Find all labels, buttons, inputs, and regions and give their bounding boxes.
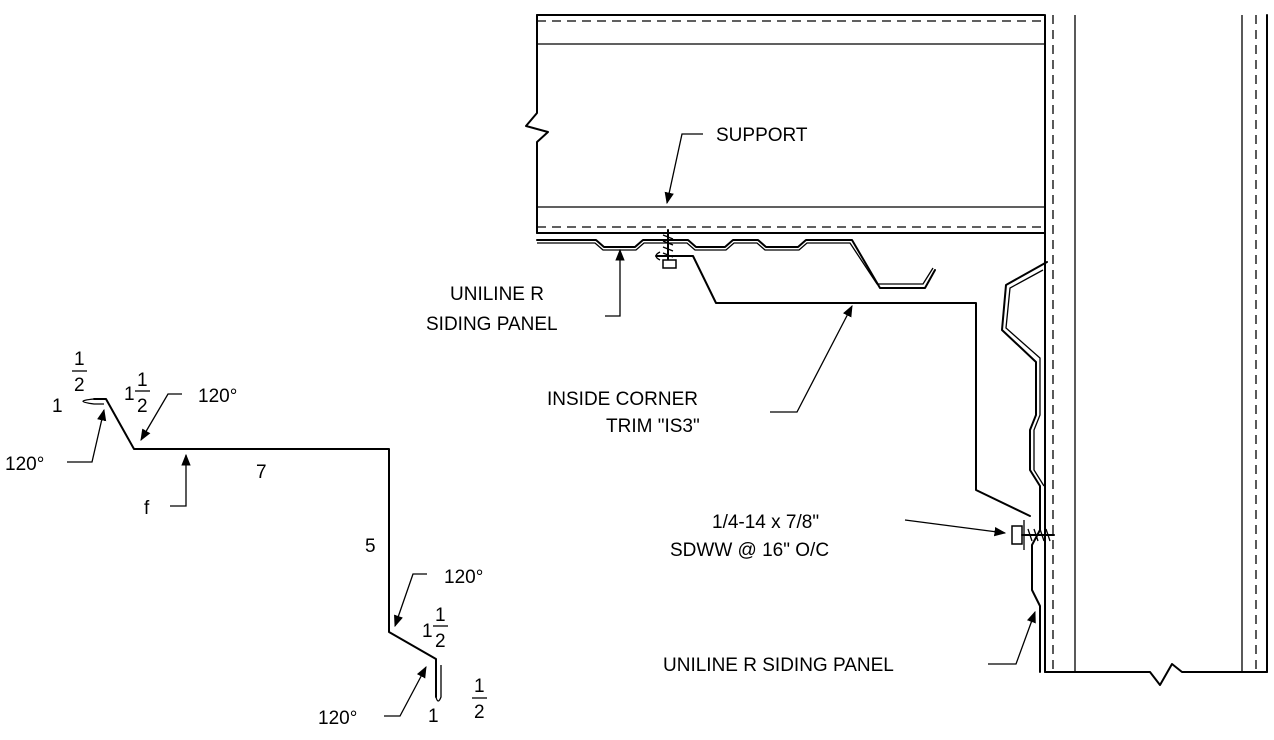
screw-leader (904, 519, 1007, 537)
column (1044, 14, 1268, 686)
face-leader (170, 453, 191, 507)
hem-bot-frac-den: 2 (474, 702, 485, 723)
leg-bot-whole: 1 (422, 621, 433, 642)
hem-bot-frac-num: 1 (474, 676, 485, 697)
angle-bot-label: 120° (318, 708, 357, 729)
trim-label-line2: TRIM "IS3" (606, 416, 700, 437)
siding-panel-horizontal (536, 239, 936, 289)
trim-fastener (1011, 520, 1055, 550)
hem-bot-label: 1 (428, 706, 439, 727)
flat-length-label: 7 (256, 462, 267, 483)
hem-top-label: 1 (52, 396, 63, 417)
face-label: f (144, 498, 150, 519)
hem-top-frac-num: 1 (74, 349, 85, 370)
angle-left-label: 120° (5, 454, 44, 475)
leg-bot-num: 1 (435, 605, 446, 626)
angle-bot-leader (384, 665, 427, 717)
screw-label-line2: SDWW @ 16" O/C (670, 540, 829, 561)
inside-corner-trim (655, 251, 1031, 517)
leg-bot-den: 2 (435, 631, 446, 652)
panel-top-leader (605, 248, 625, 317)
trim-leader (770, 304, 853, 413)
trim-profile (82, 398, 442, 702)
siding-panel-vertical (1001, 261, 1048, 673)
trim-label-line1: INSIDE CORNER (547, 389, 698, 410)
angle-top-label: 120° (198, 386, 237, 407)
panel-top-label-line1: UNILINE R (450, 284, 544, 305)
angle-mid-leader (394, 573, 427, 628)
angle-left-leader (67, 408, 107, 463)
support-label: SUPPORT (716, 125, 808, 146)
panel-bottom-label: UNILINE R SIDING PANEL (663, 655, 894, 676)
screw-label-line1: 1/4-14 x 7/8" (712, 512, 819, 533)
support-fastener (662, 229, 677, 269)
drop-length-label: 5 (365, 536, 376, 557)
girt-break-line (525, 14, 549, 234)
panel-bottom-leader (988, 610, 1036, 665)
support-leader (664, 133, 703, 205)
angle-mid-label: 120° (444, 567, 483, 588)
support-girt (525, 14, 1045, 234)
column-break-line (1044, 663, 1268, 686)
leg-top-whole: 1 (124, 384, 135, 405)
leg-top-num: 1 (137, 370, 148, 391)
leg-top-den: 2 (137, 396, 148, 417)
panel-top-label-line2: SIDING PANEL (426, 314, 558, 335)
angle-top-leader (140, 393, 182, 442)
hem-top-frac-den: 2 (74, 375, 85, 396)
